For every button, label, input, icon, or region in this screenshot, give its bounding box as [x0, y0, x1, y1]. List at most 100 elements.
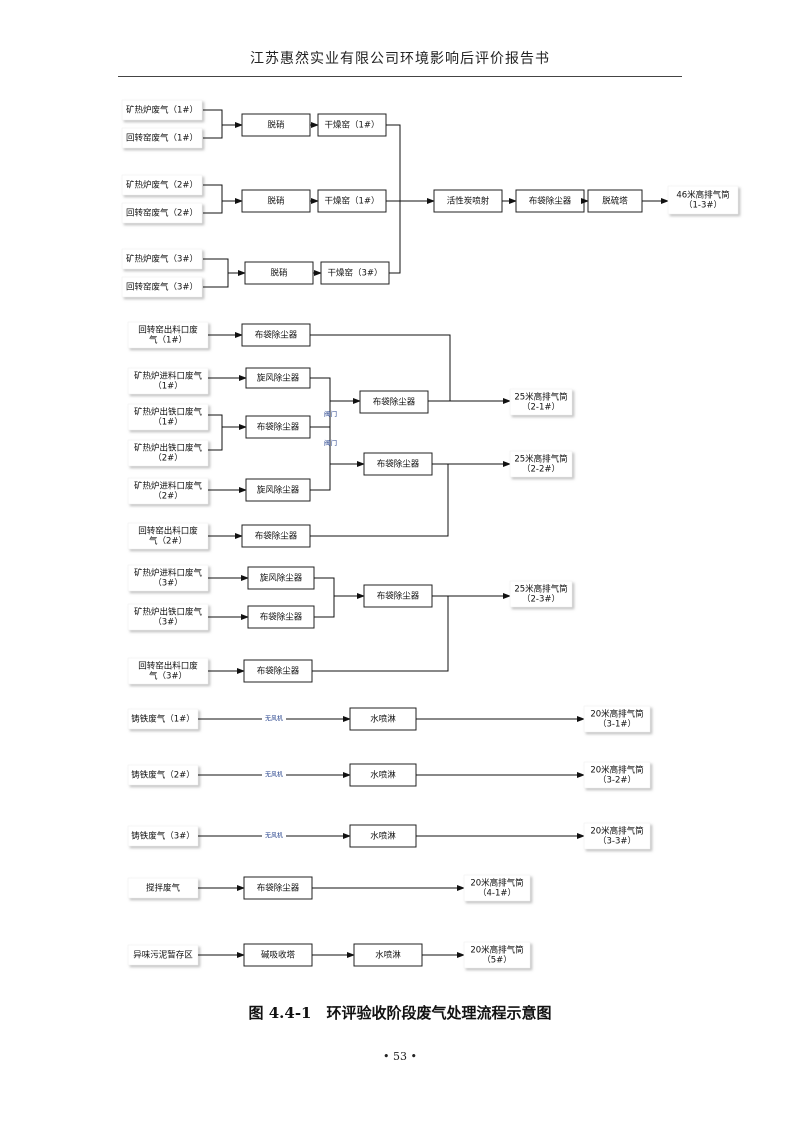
carbon-injection-label: 活性炭喷射	[447, 196, 490, 207]
bag-filter-rk2-label: 布袋除尘器	[255, 531, 298, 542]
stack-20m-3-3-label: （3-3#）	[598, 836, 636, 847]
page-number: • 53 •	[383, 1050, 417, 1063]
source-kr-inlet-1-label: （1#）	[153, 381, 183, 392]
stack-25m-2-2-panel	[509, 450, 573, 478]
water-spray-3-label: 水喷淋	[370, 831, 396, 842]
flow-line	[310, 377, 361, 404]
stack-20m-5-panel	[463, 941, 531, 969]
stack-25m-2-2-label: 25米高排气筒	[514, 454, 567, 465]
stack-20m-4-1-label: （4-1#）	[478, 888, 516, 899]
stack-25m-2-1-label: （2-1#）	[522, 402, 560, 413]
bag-filter-2-1-box	[359, 390, 429, 414]
stack-20m-3-1-label: 20米高排气筒	[590, 709, 643, 720]
valve-label-1: 阀门	[324, 409, 337, 418]
denitr-1-label: 脱硝	[267, 120, 284, 131]
flow-line	[310, 461, 365, 491]
valve-label-2: 阀门	[324, 438, 337, 447]
bag-filter-iron-3-box	[247, 605, 315, 629]
flow-line	[310, 334, 451, 401]
source-rk-outlet-1-label: 回转窑出料口废	[138, 325, 198, 336]
stack-20m-4-1-panel	[463, 874, 531, 902]
merge-line	[203, 258, 229, 288]
figure-caption: 图 4.4-1 环评验收阶段废气处理流程示意图	[248, 1004, 552, 1022]
source-kr-iron-1-panel	[127, 403, 209, 431]
stack-20m-3-1-panel	[583, 705, 651, 733]
source-kuangre-1-panel	[121, 99, 203, 121]
bag-filter-iron-3-label: 布袋除尘器	[260, 612, 303, 623]
merge-line	[203, 109, 223, 139]
merge-line	[203, 184, 223, 214]
bag-filter-2-3-label: 布袋除尘器	[377, 591, 420, 602]
dryer-2-label: 干燥窑（1#）	[324, 196, 379, 207]
source-rk-outlet-2-panel	[127, 522, 209, 550]
cyclone-1-label: 旋风除尘器	[257, 373, 300, 384]
water-spray-sludge-label: 水喷淋	[375, 950, 401, 961]
source-huizhuan-3-panel	[121, 276, 203, 298]
bag-filter-mixing-label: 布袋除尘器	[257, 883, 300, 894]
no-fan-label-1: 无风机	[265, 715, 283, 723]
source-kuangre-2-panel	[121, 174, 203, 196]
stack-20m-4-1-label: 20米高排气筒	[470, 878, 523, 889]
source-casting-3-label: 铸铁废气（3#）	[131, 831, 195, 842]
stack-20m-3-2-label: 20米高排气筒	[590, 765, 643, 776]
collector-line	[386, 124, 401, 274]
source-casting-2-label: 铸铁废气（2#）	[131, 770, 195, 781]
stack-25m-2-1-label: 25米高排气筒	[514, 392, 567, 403]
source-casting-1-label: 铸铁废气（1#）	[131, 714, 195, 725]
source-sludge-label: 异味污泥暂存区	[133, 950, 193, 961]
source-kr-inlet-2-label: 矿热炉进料口废气	[134, 481, 203, 492]
source-kr-inlet-3-label: （3#）	[153, 578, 183, 589]
source-mixing-label: 搅拌废气	[146, 883, 181, 894]
source-kr-inlet-3-label: 矿热炉进料口废气	[134, 568, 203, 579]
stack-20m-3-2-panel	[583, 761, 651, 789]
source-rk-outlet-2-label: 回转窑出料口废	[138, 526, 198, 537]
cyclone-3-label: 旋风除尘器	[260, 573, 303, 584]
stack-20m-3-3-label: 20米高排气筒	[590, 826, 643, 837]
no-fan-label-3: 无风机	[265, 832, 283, 840]
source-kuangre-1-label: 矿热炉废气（1#）	[126, 105, 198, 116]
bag-filter-2-2-label: 布袋除尘器	[377, 459, 420, 470]
source-kuangre-2-label: 矿热炉废气（2#）	[126, 180, 198, 191]
flow-line	[310, 464, 449, 537]
denitr-2-label: 脱硝	[267, 196, 284, 207]
stack-20m-5-label: （5#）	[482, 955, 512, 966]
source-kr-inlet-2-label: （2#）	[153, 491, 183, 502]
source-kuangre-3-label: 矿热炉废气（3#）	[126, 254, 198, 265]
waste-gas-flow-diagram: 矿热炉废气（1#）回转窑废气（1#）脱硝干燥窑（1#）矿热炉废气（2#）回转窑废…	[121, 99, 739, 969]
water-spray-1-label: 水喷淋	[370, 714, 396, 725]
no-fan-label-2: 无风机	[265, 771, 283, 779]
alkali-absorption-tower-label: 碱吸收塔	[261, 950, 296, 961]
fan-label-bg	[262, 714, 286, 724]
source-kr-iron-3-panel	[127, 603, 209, 631]
stack-25m-2-3-label: 25米高排气筒	[514, 584, 567, 595]
water-spray-2-label: 水喷淋	[370, 770, 396, 781]
stack-20m-5-label: 20米高排气筒	[470, 945, 523, 956]
source-rk-outlet-1-label: 气（1#）	[149, 335, 187, 346]
source-huizhuan-3-label: 回转窑废气（3#）	[126, 282, 198, 293]
flow-line	[314, 577, 335, 618]
stack-46m-label: （1-3#）	[684, 200, 722, 211]
source-kr-inlet-1-label: 矿热炉进料口废气	[134, 371, 203, 382]
fan-label-bg	[262, 770, 286, 780]
source-kr-inlet-1-panel	[127, 367, 209, 395]
source-huizhuan-1-label: 回转窑废气（1#）	[126, 133, 198, 144]
source-kr-iron-3-label: （3#）	[153, 617, 183, 628]
source-kr-iron-1-label: （1#）	[153, 417, 183, 428]
cyclone-2-label: 旋风除尘器	[257, 485, 300, 496]
source-rk-outlet-3-label: 回转窑出料口废	[138, 661, 198, 672]
stack-46m-label: 46米高排气筒	[676, 190, 729, 201]
merge-line	[208, 414, 223, 451]
stack-20m-3-2-label: （3-2#）	[598, 775, 636, 786]
stack-20m-3-3-panel	[583, 822, 651, 850]
bag-filter-rk3-label: 布袋除尘器	[257, 666, 300, 677]
source-huizhuan-2-panel	[121, 202, 203, 224]
bag-filter-main-label: 布袋除尘器	[529, 196, 572, 207]
source-kr-iron-2-label: （2#）	[153, 453, 183, 464]
stack-20m-3-1-label: （3-1#）	[598, 719, 636, 730]
source-rk-outlet-3-label: 气（3#）	[149, 671, 187, 682]
bag-filter-2-1-label: 布袋除尘器	[373, 397, 416, 408]
source-huizhuan-2-label: 回转窑废气（2#）	[126, 208, 198, 219]
bag-filter-rk1-label: 布袋除尘器	[255, 330, 298, 341]
flow-line	[312, 596, 449, 672]
stack-25m-2-1-panel	[509, 388, 573, 416]
